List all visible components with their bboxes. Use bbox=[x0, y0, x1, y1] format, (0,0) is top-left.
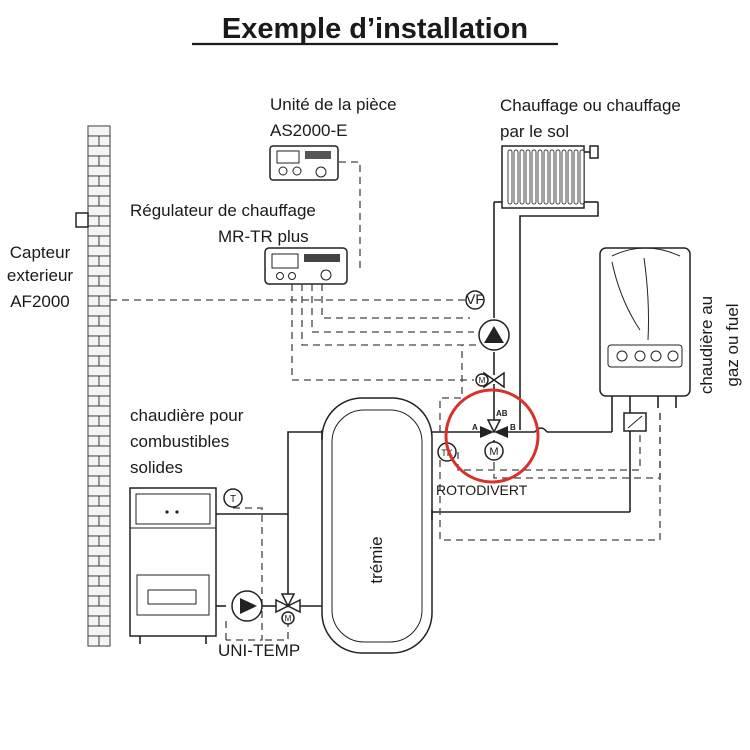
rotodivert-valve-icon: M A B AB bbox=[472, 409, 516, 461]
gas-boiler-label-1: chaudière au bbox=[697, 296, 716, 394]
m-symbol-rotodivert: M bbox=[489, 446, 498, 458]
vf-symbol: VF bbox=[466, 291, 484, 307]
motor-valve-icon: M bbox=[475, 371, 505, 389]
port-ab-label: AB bbox=[496, 409, 508, 418]
solid-boiler-label-2: combustibles bbox=[130, 432, 229, 451]
sensor-label-3: AF2000 bbox=[10, 292, 70, 311]
regulator-label-1: Régulateur de chauffage bbox=[130, 201, 316, 220]
port-a-label: A bbox=[472, 423, 478, 432]
page-title: Exemple d’installation bbox=[222, 13, 528, 45]
room-unit-label-1: Unité de la pièce bbox=[270, 95, 397, 114]
m-symbol-upper: M bbox=[479, 376, 486, 385]
gas-boiler-icon bbox=[599, 247, 691, 408]
tk-symbol: TK bbox=[441, 448, 453, 458]
solid-boiler-label-3: solides bbox=[130, 458, 183, 477]
rotodivert-label: ROTODIVERT bbox=[436, 482, 528, 498]
room-unit-device-icon bbox=[269, 145, 339, 181]
gas-boiler-label-2: gaz ou fuel bbox=[723, 303, 742, 386]
rotodivert-highlight-circle bbox=[444, 388, 540, 484]
storage-tank bbox=[321, 397, 433, 654]
sensor-label-2: exterieur bbox=[7, 266, 73, 285]
tank-label: trémie bbox=[367, 536, 386, 583]
pipe-network bbox=[216, 202, 631, 607]
t-sensor: T bbox=[223, 488, 243, 508]
port-b-label: B bbox=[510, 423, 516, 432]
unitemp-valve-icon: M bbox=[275, 593, 301, 625]
regulator-label-2: MR-TR plus bbox=[218, 227, 309, 246]
pump-icon bbox=[478, 319, 510, 351]
solid-boiler-label-1: chaudière pour bbox=[130, 406, 244, 425]
unitemp-label: UNI-TEMP bbox=[218, 641, 300, 660]
solid-boiler-icon bbox=[129, 487, 217, 644]
sensor-label-1: Capteur bbox=[10, 243, 71, 262]
heating-label-2: par le sol bbox=[500, 122, 569, 141]
regulator-device-icon bbox=[264, 247, 348, 285]
control-wiring bbox=[110, 161, 661, 641]
room-unit-label-2: AS2000-E bbox=[270, 121, 348, 140]
heating-label-1: Chauffage ou chauffage bbox=[500, 96, 681, 115]
brick-wall bbox=[75, 125, 111, 647]
radiator-icon bbox=[494, 145, 599, 209]
outdoor-sensor-icon bbox=[75, 212, 89, 228]
t-symbol: T bbox=[230, 494, 236, 505]
relay-box-icon bbox=[623, 412, 647, 432]
m-symbol-unitemp: M bbox=[285, 614, 292, 623]
lower-pump-icon bbox=[231, 590, 263, 622]
vf-sensor: VF bbox=[465, 290, 485, 310]
